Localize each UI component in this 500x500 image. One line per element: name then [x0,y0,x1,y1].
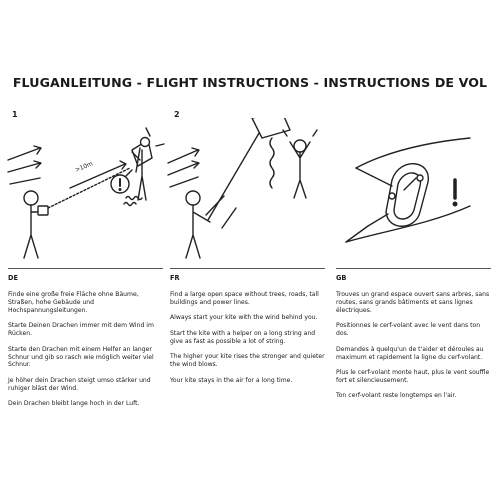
instruction-paragraph: Always start your kite with the wind beh… [170,314,318,322]
person-icon [132,138,150,201]
language-code: GB [336,274,347,282]
instruction-paragraph: Starte den Drachen mit einem Helfer an l… [8,345,154,369]
instruction-paragraph: The higher your kite rises the stronger … [170,353,325,369]
language-code: DE [8,274,18,282]
instruction-paragraph: Finde eine große freie Fläche ohne Bäume… [8,290,139,314]
section-divider-gb [336,268,491,269]
section-divider-fr [170,268,325,269]
step-number-1: 1 [12,110,18,119]
warning-exclamation-icon [453,180,457,206]
instruction-paragraph: Starte Deinen Drachen immer mit dem Wind… [8,322,154,338]
instruction-paragraph: Trouves un grand espace ouvert sans arbr… [336,290,490,314]
instruction-paragraph: Je höher dein Drachen steigt umso stärke… [8,376,151,392]
instructions-de: DE Finde eine große freie Fläche ohne Bä… [8,274,163,416]
distance-label: >10m [74,160,94,173]
language-code: FR [170,274,180,282]
instruction-paragraph: Plus le cerf-volant monte haut, plus le … [336,369,490,384]
instruction-paragraph: Ton cerf-volant reste longtemps en l'air… [336,392,457,400]
wind-lines-icon [168,147,200,187]
carabiner-clip-icon [386,164,428,227]
kite-icon [252,118,290,188]
illustration-panel: >10m [0,118,500,272]
instructions-fr: FR Find a large open space without trees… [170,274,325,392]
instruction-paragraph: Dein Drachen bleibt lange hoch in der Lu… [8,400,140,408]
section-divider-de [8,268,163,269]
page-title: FLUGANLEITUNG - FLIGHT INSTRUCTIONS - IN… [12,75,488,90]
instructions-gb: GB Trouves un grand espace ouvert sans a… [336,274,491,408]
illustration-svg: >10m [0,118,500,268]
wind-lines-icon [8,145,42,184]
instruction-paragraph: Start the kite with a helper on a long s… [170,329,316,345]
instruction-paragraph: Positionnes le cerf-volant avec le vent … [336,322,481,338]
instruction-paragraph: Your kite stays in the air for a long ti… [170,376,293,384]
step-number-2: 2 [174,110,180,119]
instruction-paragraph: Find a large open space without trees, r… [170,290,319,306]
person-icon [24,191,48,258]
person-icon [186,191,210,258]
person-icon [290,140,310,198]
warning-exclamation-icon [111,175,129,193]
instruction-paragraph: Demandes à quelqu'un de t'aider et dérou… [336,345,484,361]
